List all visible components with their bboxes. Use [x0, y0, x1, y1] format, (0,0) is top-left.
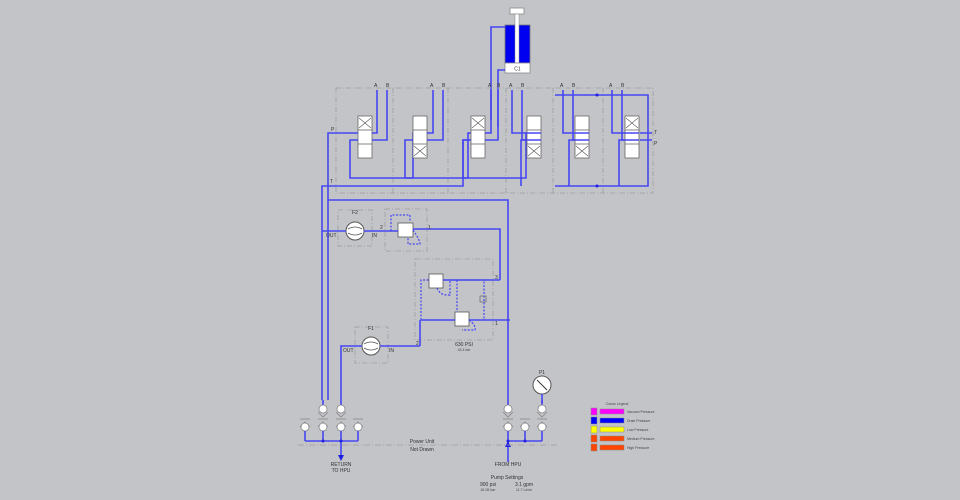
legend-item-label: Drain Pressure [627, 419, 650, 423]
quick-coupler[interactable] [335, 400, 347, 441]
filter-f2-label: F2 [352, 210, 358, 216]
port-1-label: 1 [428, 225, 431, 231]
directional-valve[interactable] [412, 115, 428, 159]
legend-swatch [590, 434, 598, 443]
valve-port-b-label: B [386, 83, 390, 89]
relief-setting-sub: 43.4 bar [458, 348, 472, 352]
cylinder-c1[interactable]: C1 [504, 7, 531, 74]
directional-valve[interactable] [526, 115, 542, 159]
legend-item-label: Low Pressure [627, 428, 648, 432]
directional-valve[interactable] [624, 115, 640, 159]
legend-bar [599, 444, 625, 451]
valve-port-a-label: A [430, 83, 434, 89]
pump-flow-sub: 11.7 L/min [516, 488, 532, 492]
return-label-2: TO HPU [332, 468, 351, 474]
relief-valve-icon[interactable] [428, 273, 444, 289]
legend-swatch [590, 416, 598, 425]
legend-swatch [590, 407, 598, 416]
port-2-label: 2 [380, 225, 383, 231]
relief-port-2-label: 2 [416, 341, 419, 347]
filter-f1-label: F1 [368, 326, 374, 332]
valve-port-b-label: B [621, 83, 625, 89]
relief-port-1-label: 1 [495, 321, 498, 327]
pump-settings-title: Pump Settings [491, 475, 524, 481]
valve-port-t-label: T [330, 179, 333, 185]
legend-title: Colors Legend [606, 402, 629, 406]
directional-valve[interactable] [574, 115, 590, 159]
valve-port-p-right-label: P [654, 141, 658, 147]
pump-flow: 3.1 gpm [515, 482, 533, 488]
valve-port-a-label: A [488, 83, 492, 89]
return-label-1: RETURN [331, 462, 352, 468]
relief-port-3-label: 3 [495, 275, 498, 281]
pump-pressure: 900 psi [480, 482, 496, 488]
quick-coupler[interactable] [352, 418, 364, 441]
legend-bar [599, 435, 625, 442]
relief-setting: 630 PSI [455, 342, 473, 348]
legend-item-label: Vacuum Pressure [627, 410, 655, 414]
valve-port-b-label: B [521, 83, 525, 89]
pump-pressure-sub: 62.05 bar [481, 488, 497, 492]
quick-coupler[interactable] [502, 400, 514, 441]
valve-bank [335, 87, 654, 194]
directional-valve[interactable] [470, 115, 486, 159]
filter-f1-icon[interactable] [361, 336, 381, 356]
valve-port-p-label: P [331, 127, 335, 133]
filter-f2-in: IN [372, 233, 377, 239]
valve-port-b-label: B [497, 83, 501, 89]
directional-valve[interactable] [357, 115, 373, 159]
legend-bar [599, 417, 625, 424]
cylinder-label: C1 [514, 67, 521, 73]
legend-item-label: Medium Pressure [627, 437, 654, 441]
gauge-label: P1 [539, 370, 545, 376]
valve-port-b-label: B [572, 83, 576, 89]
check-valve-icon[interactable] [397, 222, 414, 238]
legend-bar [599, 408, 625, 415]
valve-port-a-label: A [509, 83, 513, 89]
valve-port-t-right-label: T [654, 130, 657, 136]
not-drawn-label: Not Drawn [410, 447, 434, 453]
valve-port-a-label: A [560, 83, 564, 89]
power-unit-label: Power Unit [410, 439, 435, 445]
reducing-valve-icon[interactable] [454, 311, 470, 327]
quick-coupler[interactable] [536, 400, 548, 441]
filter-f2-icon[interactable] [345, 221, 365, 241]
filter-f1-out: OUT [343, 348, 354, 354]
filter-f2-out: OUT [326, 233, 337, 239]
filter-f1-in: IN [389, 348, 394, 354]
quick-coupler[interactable] [519, 418, 531, 441]
quick-coupler[interactable] [317, 400, 329, 441]
legend-swatch [590, 443, 598, 452]
legend-bar [599, 426, 625, 433]
quick-coupler[interactable] [299, 418, 311, 441]
valve-port-a-label: A [374, 83, 378, 89]
legend-swatch [590, 425, 598, 434]
legend-item-label: High Pressure [627, 446, 649, 450]
from-hpu-label: FROM HPU [495, 462, 522, 468]
valve-port-a-label: A [609, 83, 613, 89]
valve-port-b-label: B [442, 83, 446, 89]
